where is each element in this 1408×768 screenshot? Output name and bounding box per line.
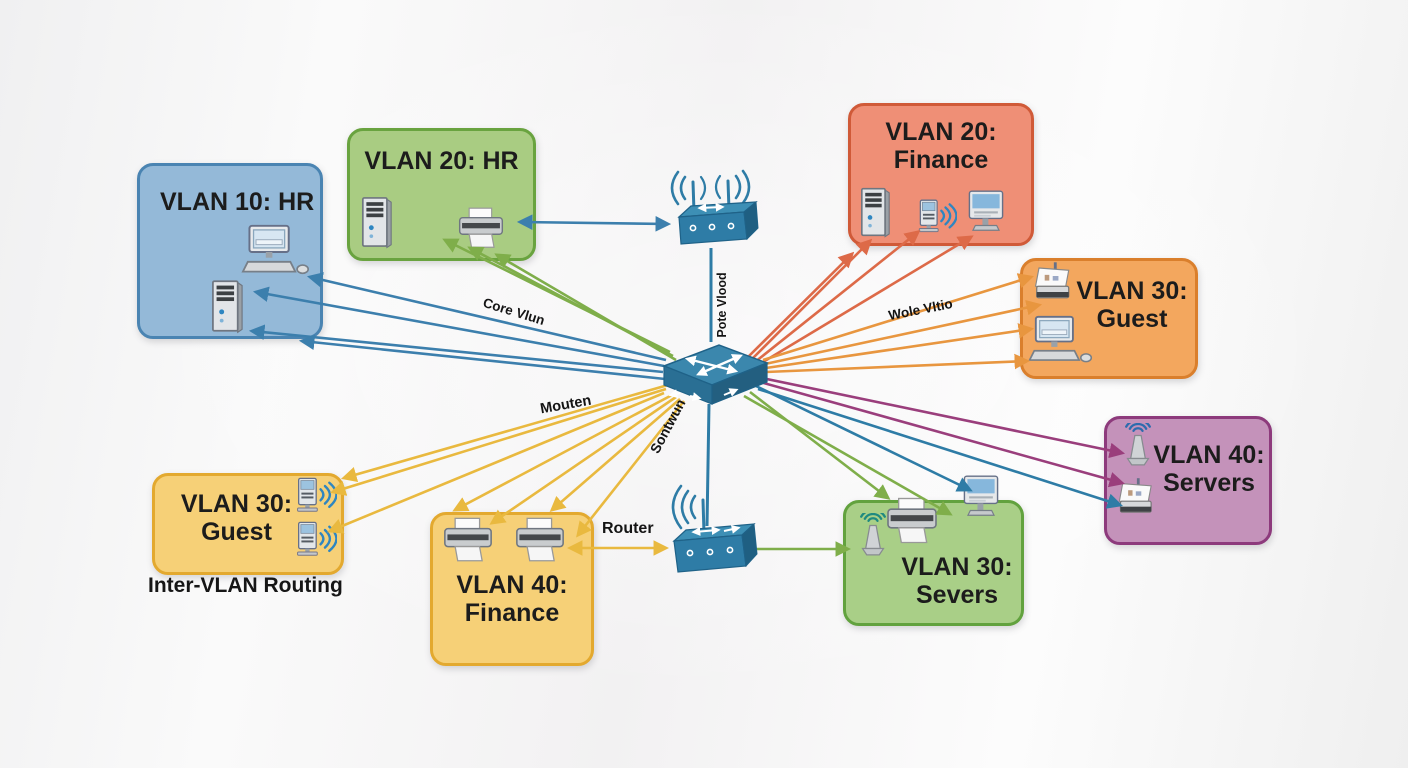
vlan-title: VLAN 30: Severs	[901, 553, 1013, 609]
edge-label-trunk-right: Wole Vltio	[887, 295, 954, 324]
vlan-box-10-hr: VLAN 10: HR	[137, 163, 323, 339]
edge-label-routing-left: Mouten	[539, 392, 593, 418]
diagram-heading: Inter-VLAN Routing	[148, 574, 343, 597]
server-tower-icon	[360, 195, 394, 254]
wireless-router-top-icon	[670, 169, 759, 245]
server-tower-icon	[859, 186, 892, 243]
wireless-pc-icon	[291, 476, 337, 523]
vlan-title: VLAN 40: Finance	[456, 571, 568, 627]
desktop-computer-icon	[238, 224, 310, 285]
vlan-box-40-servers: VLAN 40: Servers	[1104, 416, 1272, 545]
vlan-box-30-guest-left: VLAN 30: Guest	[152, 473, 344, 575]
server-tower-icon	[210, 278, 245, 339]
wireless-router-bottom-icon	[671, 484, 758, 573]
printer-icon	[513, 517, 567, 571]
fax-machine-icon	[1031, 261, 1079, 312]
vlan-box-40-finance: VLAN 40: Finance	[430, 512, 594, 666]
wireless-pc-icon	[913, 198, 957, 243]
monitor-icon	[967, 190, 1005, 240]
vlan-title: VLAN 10: HR	[160, 188, 315, 216]
wireless-antenna-icon	[1117, 423, 1159, 474]
vlan-title: VLAN 40: Servers	[1153, 441, 1265, 497]
wireless-pc-icon	[291, 520, 337, 567]
vlan-box-30-guest-right: VLAN 30: Guest	[1020, 258, 1198, 379]
router-label: Router	[602, 520, 654, 537]
printer-icon	[456, 207, 506, 257]
desktop-computer-icon	[1025, 315, 1093, 373]
edge-label-trunk-bottom: Sontwun	[646, 396, 689, 456]
vlan-box-20-hr: VLAN 20: HR	[347, 128, 536, 261]
vlan-box-30-severs: VLAN 30: Severs	[843, 500, 1024, 626]
vlan-title: VLAN 30: Guest	[1076, 277, 1188, 333]
vlan-title: VLAN 20: Finance	[885, 118, 997, 174]
vlan-title: VLAN 20: HR	[364, 147, 519, 175]
fax-machine-icon	[1115, 477, 1161, 526]
monitor-icon	[962, 475, 1000, 525]
printer-icon	[441, 517, 495, 571]
edge-label-trunk-top: Pote Vlood	[715, 272, 729, 338]
vlan-box-20-finance: VLAN 20: Finance	[848, 103, 1034, 246]
edge-label-core-vlan: Core Vlun	[481, 295, 547, 328]
vlan-title: VLAN 30: Guest	[180, 490, 293, 546]
wireless-antenna-icon	[852, 513, 894, 564]
core-switch-icon	[661, 344, 770, 405]
